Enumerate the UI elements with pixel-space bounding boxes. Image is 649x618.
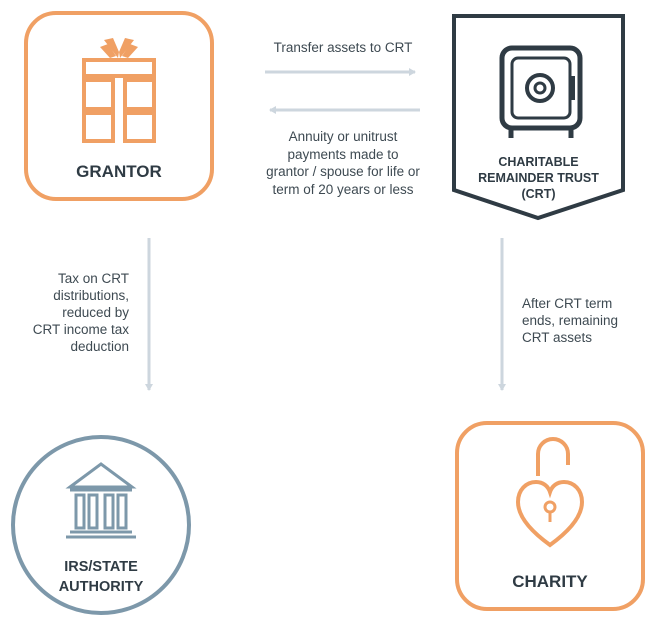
charity-label: CHARITY xyxy=(512,572,588,591)
trust-label-line: REMAINDER TRUST xyxy=(478,171,599,185)
transfer-label: Transfer assets to CRT xyxy=(273,40,413,55)
irs-label: IRS/STATE AUTHORITY xyxy=(13,557,189,597)
tax-label-line: Tax on CRT xyxy=(57,271,129,286)
tax-label: Tax on CRT distributions, reduced by CRT… xyxy=(5,270,129,355)
payments-label-line: Annuity or unitrust xyxy=(288,129,398,144)
irs-label-line: IRS/STATE xyxy=(64,559,138,575)
payments-label-line: term of 20 years or less xyxy=(272,181,414,197)
bank-building-icon xyxy=(65,462,137,539)
remainder-label-line: CRT assets xyxy=(522,330,593,345)
payments-label: Annuity or unitrust payments made to gra… xyxy=(244,128,442,198)
gift-icon xyxy=(82,38,156,143)
grantor-node xyxy=(24,11,214,201)
tax-label-line: distributions, xyxy=(53,288,129,303)
heart-lock-icon xyxy=(515,437,585,548)
remainder-label-line: ends, remaining xyxy=(522,313,619,328)
charity-node xyxy=(455,421,645,611)
tax-label-line: reduced by xyxy=(62,305,129,320)
trust-label: CHARITABLE REMAINDER TRUST (CRT) xyxy=(454,154,623,202)
grantor-label: GRANTOR xyxy=(76,162,162,181)
tax-label-line: CRT income tax xyxy=(32,322,129,337)
remainder-label: After CRT term ends, remaining CRT asset… xyxy=(522,295,647,346)
irs-node xyxy=(11,435,191,615)
trust-node xyxy=(452,14,625,221)
safe-icon xyxy=(499,45,583,138)
tax-label-line: deduction xyxy=(70,339,129,354)
payments-label-line: grantor / spouse for life or xyxy=(266,164,420,179)
payments-label-line: payments made to xyxy=(287,146,399,162)
trust-label-line: (CRT) xyxy=(521,187,556,201)
irs-label-line: AUTHORITY xyxy=(58,579,144,595)
trust-label-line: CHARITABLE xyxy=(498,155,579,169)
remainder-label-line: After CRT term xyxy=(522,296,613,311)
